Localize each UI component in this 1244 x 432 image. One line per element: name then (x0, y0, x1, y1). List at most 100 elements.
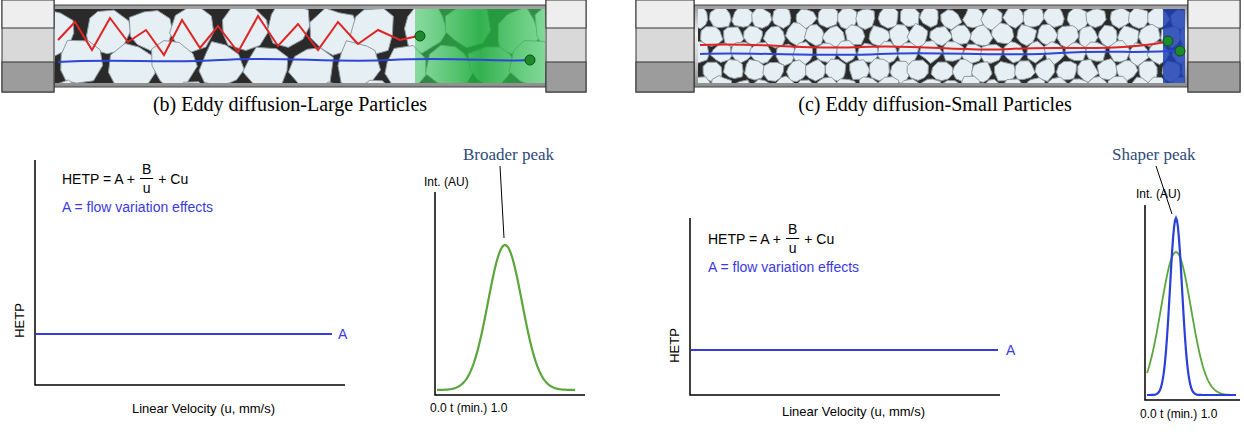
plot-axes (1145, 205, 1240, 400)
hetp-line (691, 349, 998, 351)
hetp-line (36, 333, 332, 335)
analyte-band (1163, 9, 1185, 83)
packing-particle (816, 77, 836, 83)
packing-particle (1086, 77, 1107, 83)
molecule (525, 55, 535, 65)
packing-particle (750, 79, 770, 83)
flow-path-blue (58, 59, 528, 62)
packing-particle (1027, 41, 1046, 63)
packing-particle (837, 40, 856, 62)
chromatogram-peak (1147, 252, 1236, 395)
packing-particle (1086, 9, 1106, 28)
end-fitting (546, 0, 586, 92)
packing-particle (850, 60, 870, 80)
packing-particle (1023, 9, 1044, 27)
plot-axes (690, 218, 1000, 395)
axis-title: HETP (12, 303, 25, 338)
packing-particle (711, 76, 732, 84)
end-fitting (1188, 0, 1240, 92)
packing-particle (350, 80, 398, 83)
fraction-numerator: B (788, 222, 797, 236)
packing-particle (859, 77, 878, 83)
packing-particle (289, 48, 334, 83)
packing-particle (818, 9, 838, 28)
packing-particle (698, 77, 713, 83)
axis-title: Linear Velocity (u, mm/s) (132, 402, 275, 415)
packing-particle (698, 9, 708, 29)
fraction-denominator: u (143, 181, 151, 195)
flow-path-blue (700, 50, 1178, 55)
packing-particle (313, 82, 355, 83)
packing-particle (1015, 61, 1035, 80)
packing-particle (899, 79, 919, 83)
term-note: A = flow variation effects (708, 260, 859, 274)
packing-particle (1067, 79, 1088, 83)
tube-wall (694, 5, 1188, 87)
packing-particle (1004, 42, 1024, 63)
molecule (1175, 46, 1185, 56)
packing-particle (752, 9, 772, 28)
axis-title: Linear Velocity (u, mm/s) (782, 405, 925, 418)
axis-ticks: 0.0 t (min.) 1.0 (1140, 408, 1217, 420)
packing-particle (732, 9, 753, 27)
column-large (2, 0, 586, 132)
packing-particle (1110, 9, 1131, 28)
packing-particle (109, 43, 157, 83)
packing-particle (55, 80, 82, 83)
packing-particle (961, 76, 980, 83)
packing-particle (199, 42, 244, 84)
axis-title: Int. (AU) (1136, 188, 1181, 200)
fraction-bar (140, 178, 153, 179)
packing-particle (943, 42, 963, 62)
packing-particle (1129, 9, 1149, 28)
packing-particle (836, 79, 857, 83)
fraction-numerator: B (142, 162, 151, 176)
term-note: A = flow variation effects (62, 200, 213, 214)
packing-particle (920, 9, 939, 27)
packing-particle (970, 25, 993, 46)
packing-particle (1047, 77, 1067, 83)
packing-particle (772, 9, 791, 28)
molecule (1163, 36, 1173, 46)
chromatogram-peak (437, 245, 575, 390)
equation-text: + Cu (158, 172, 188, 186)
packing-particle (878, 9, 898, 28)
packing-particle (223, 9, 269, 50)
end-fitting (2, 0, 54, 92)
axis-title: Int. (AU) (424, 176, 469, 188)
equation-text: HETP = A + (62, 172, 135, 186)
packing-particle (1108, 76, 1128, 83)
axis-title: HETP (667, 328, 680, 363)
packing-particle (806, 59, 826, 81)
packing-particle (940, 81, 961, 84)
fraction-denominator: u (789, 241, 797, 255)
line-label: A (1006, 343, 1015, 357)
packing-particle (338, 41, 381, 83)
peak-callout: Shaper peak (1112, 146, 1196, 163)
plot-axes (435, 192, 585, 395)
packing-particle (1037, 24, 1058, 45)
axis-ticks: 0.0 t (min.) 1.0 (430, 402, 507, 414)
flow-path-red (58, 16, 418, 55)
end-fitting (636, 0, 694, 92)
leader-line (500, 166, 504, 238)
packing-particle (1026, 78, 1046, 83)
plot-axes (35, 160, 345, 385)
packing-particle (733, 80, 753, 83)
packing-particle (992, 23, 1014, 44)
packing-particle (1129, 77, 1150, 83)
packing-particle (793, 80, 814, 83)
packing-particle (1002, 79, 1025, 83)
equation-text: + Cu (804, 232, 834, 246)
column-small (636, 0, 1240, 100)
packing-particle (907, 60, 928, 80)
packing-particle (920, 79, 941, 83)
packing-particle (995, 62, 1017, 81)
equation-text: HETP = A + (708, 232, 781, 246)
panel-caption: (b) Eddy diffusion-Large Particles (153, 94, 427, 114)
packing-particle (171, 82, 214, 83)
flow-path-red (700, 42, 1166, 50)
